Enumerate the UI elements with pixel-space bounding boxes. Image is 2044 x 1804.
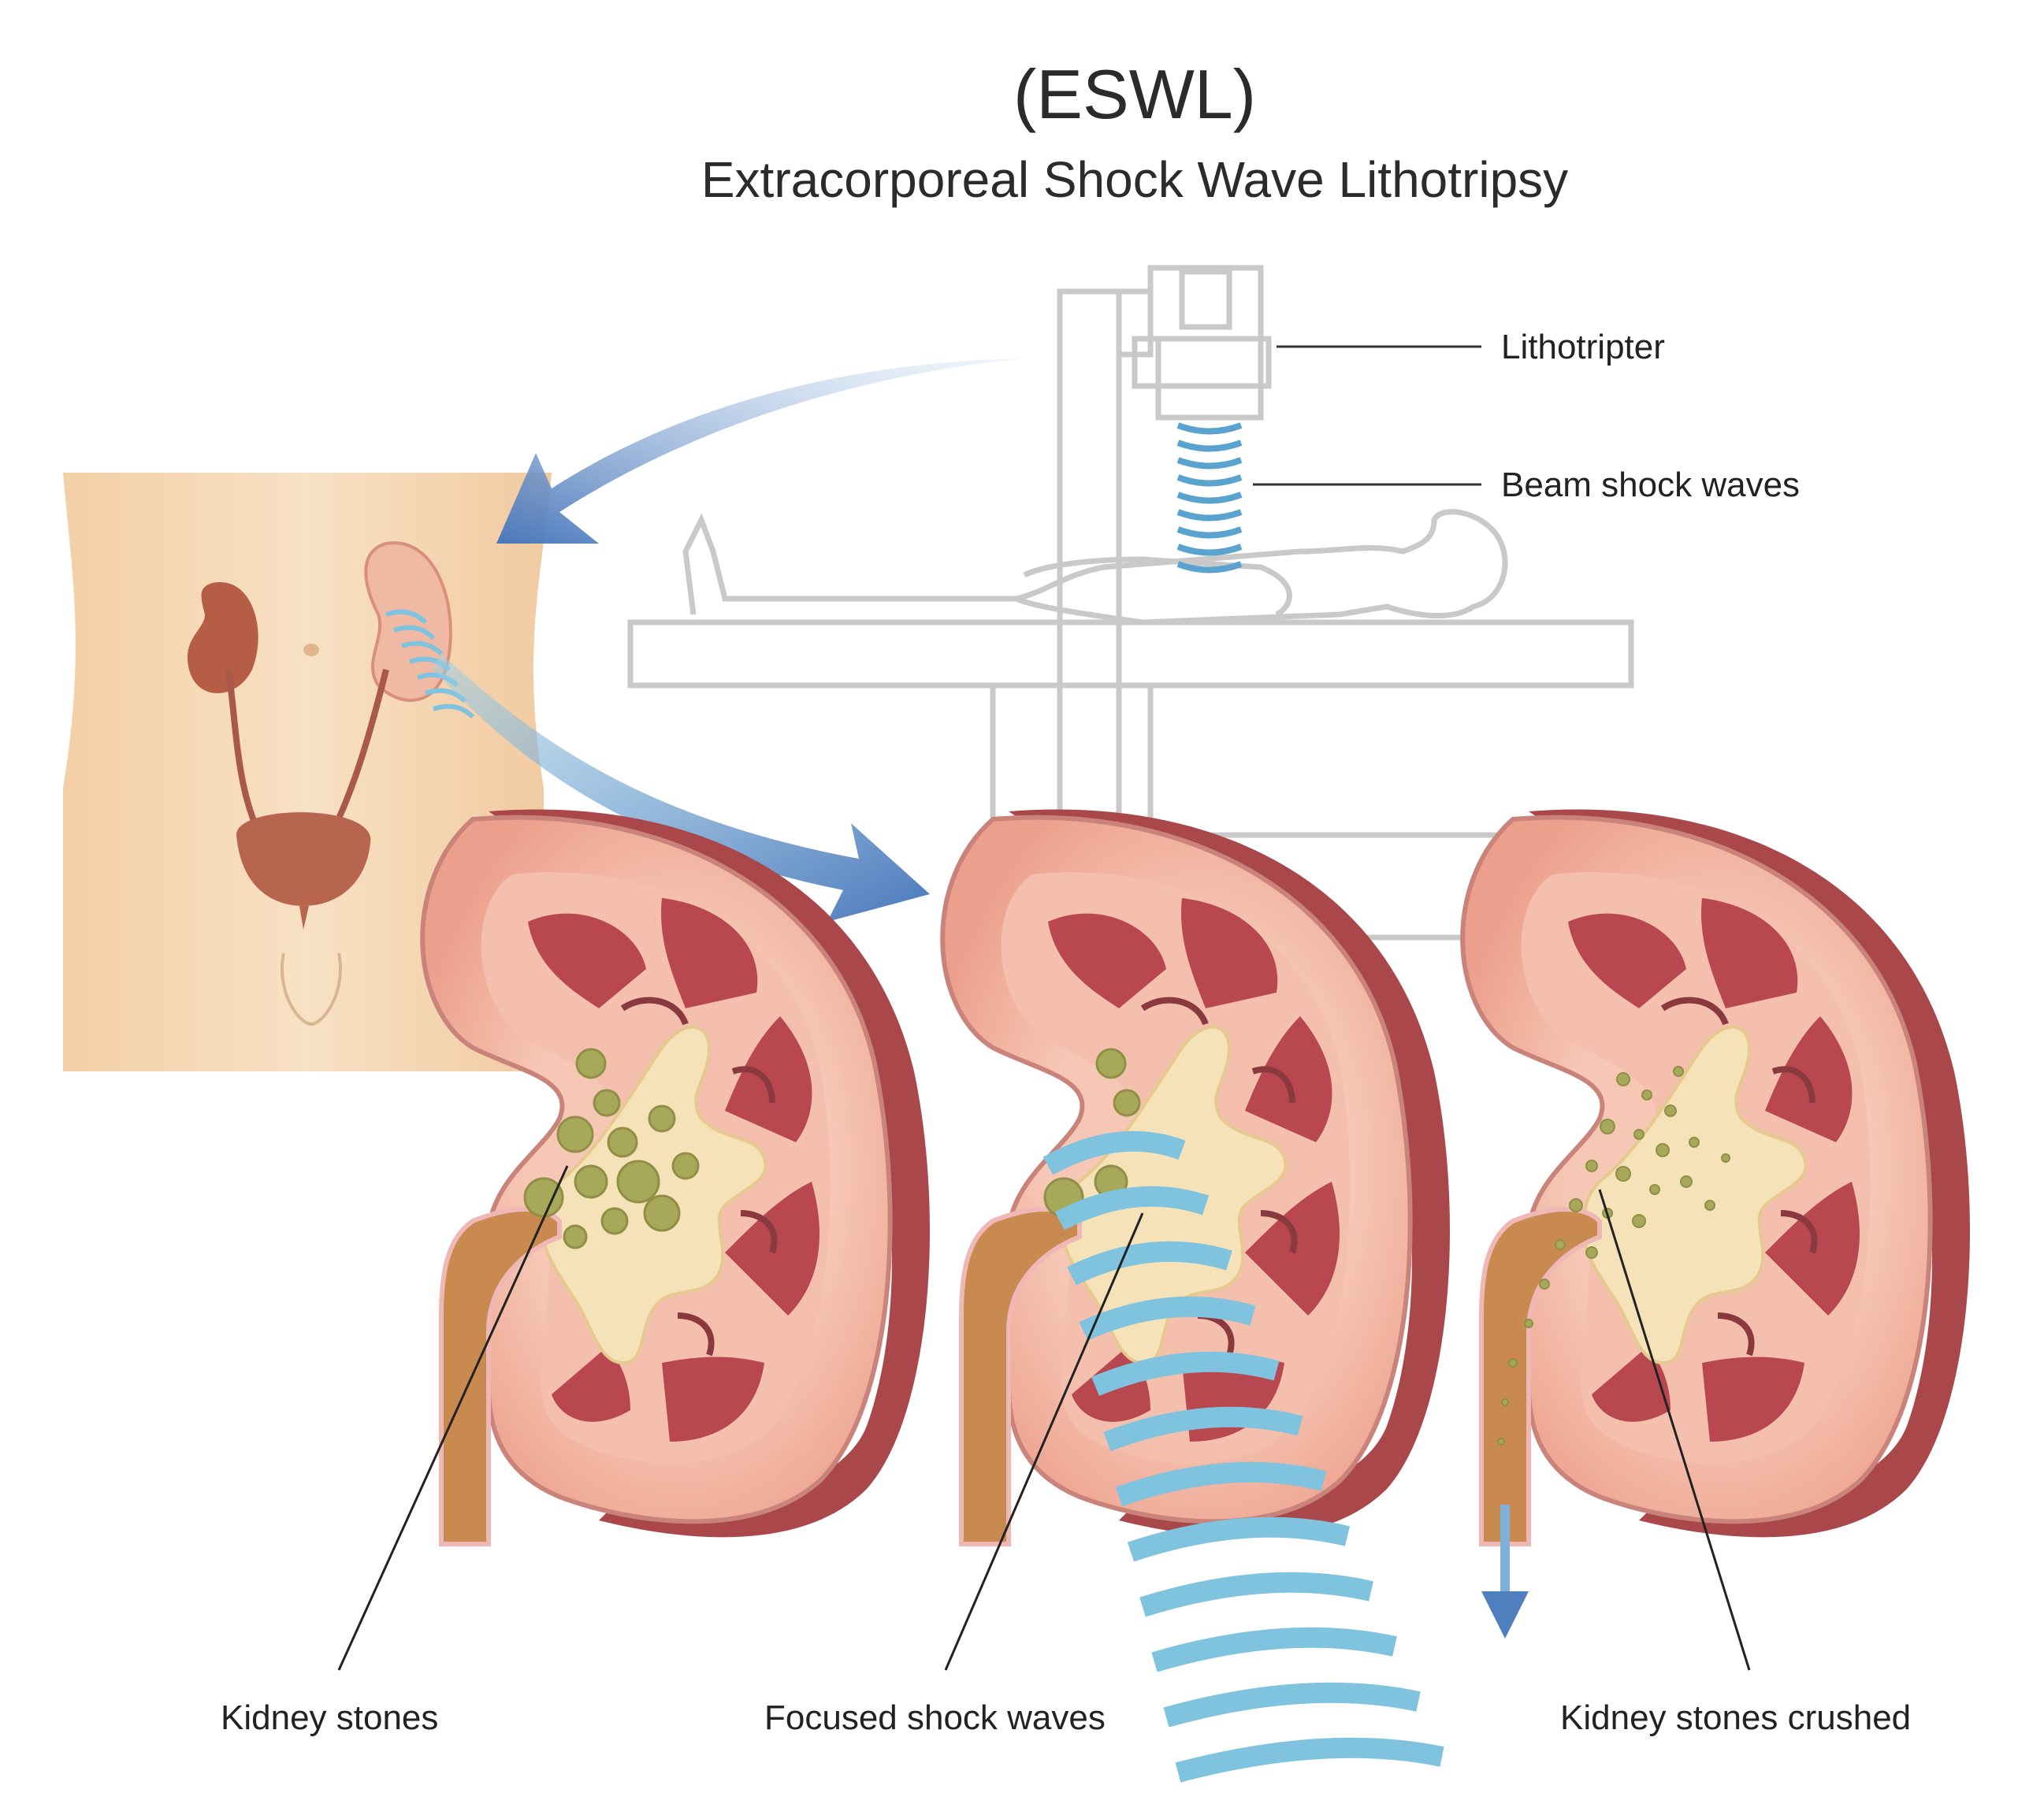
- kidney-stones-crushed-leader-line: [1598, 1189, 1751, 1671]
- focused-shock-waves-icon: [1042, 1130, 1444, 1783]
- kidney-stones-leader-line: [337, 1165, 569, 1671]
- arrow-to-torso-icon: [496, 358, 1024, 544]
- kidney-stones-crushed: [1462, 810, 1970, 1639]
- arrow-to-kidney-icon: [433, 654, 930, 922]
- stone-icons: [523, 1048, 700, 1249]
- focused-shock-waves-label: Focused shock waves: [764, 1698, 1106, 1737]
- kidney-stones-label: Kidney stones: [221, 1698, 438, 1737]
- beam-shock-waves-label: Beam shock waves: [1501, 466, 1800, 504]
- subtitle: Extracorporeal Shock Wave Lithotripsy: [701, 151, 1568, 208]
- title: (ESWL): [1013, 55, 1256, 133]
- kidney-with-stones: [422, 810, 930, 1544]
- beam-shock-waves-icon: [1176, 422, 1243, 573]
- kidney-stones-crushed-label: Kidney stones crushed: [1560, 1698, 1911, 1737]
- focused-shock-waves-leader-line: [944, 1212, 1144, 1671]
- kidney-focused-waves: [942, 810, 1450, 1544]
- lithotripter-label: Lithotripter: [1501, 328, 1665, 366]
